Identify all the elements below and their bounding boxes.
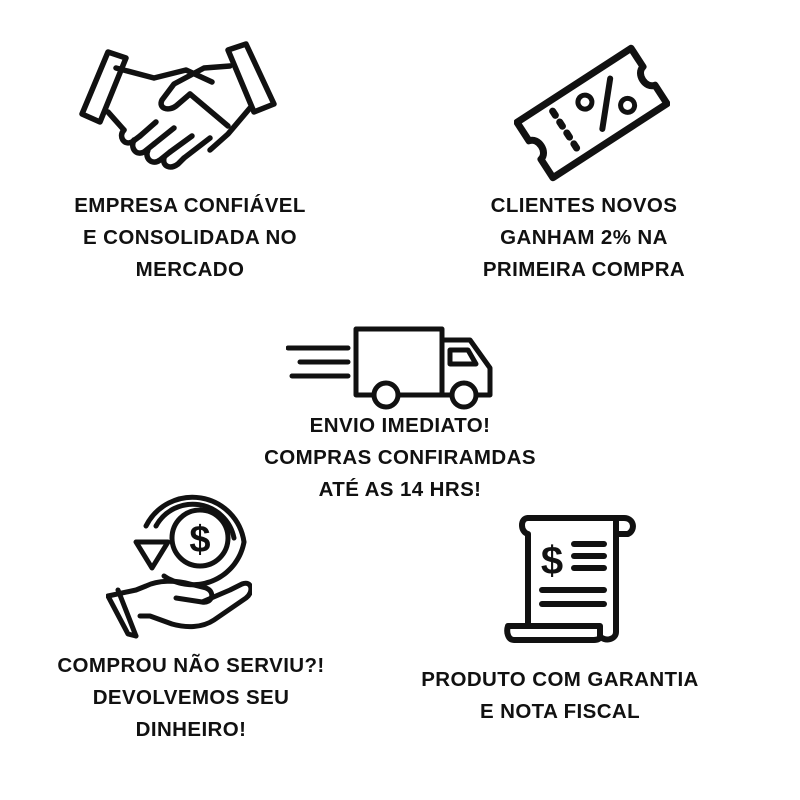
invoice-receipt-icon: $ <box>504 512 640 644</box>
svg-text:$: $ <box>541 539 563 583</box>
shipping-line-2: COMPRAS CONFIRAMDAS <box>264 446 536 469</box>
warranty-line-2: E NOTA FISCAL <box>479 700 641 723</box>
delivery-truck-icon <box>286 322 496 412</box>
discount-line-1: CLIENTES NOVOS <box>490 194 678 217</box>
discount-ticket-icon <box>514 40 670 186</box>
trust-line-1: EMPRESA CONFIÁVEL <box>74 194 306 217</box>
shipping-line-3: ATÉ AS 14 HRS! <box>318 478 482 501</box>
refund-line-1: COMPROU NÃO SERVIU?! <box>57 654 325 677</box>
handshake-icon <box>78 38 280 170</box>
refund-line-2: DEVOLVEMOS SEU <box>92 686 290 709</box>
svg-text:$: $ <box>189 519 210 561</box>
trust-line-3: MERCADO <box>135 258 245 281</box>
discount-line-2: GANHAM 2% NA <box>500 226 668 249</box>
money-back-icon: $ <box>106 484 252 640</box>
discount-line-3: PRIMEIRA COMPRA <box>482 258 686 281</box>
trust-line-2: E CONSOLIDADA NO <box>82 226 298 249</box>
shipping-line-1: ENVIO IMEDIATO! <box>309 414 491 437</box>
warranty-line-1: PRODUTO COM GARANTIA <box>421 668 699 691</box>
refund-line-3: DINHEIRO! <box>135 718 247 741</box>
